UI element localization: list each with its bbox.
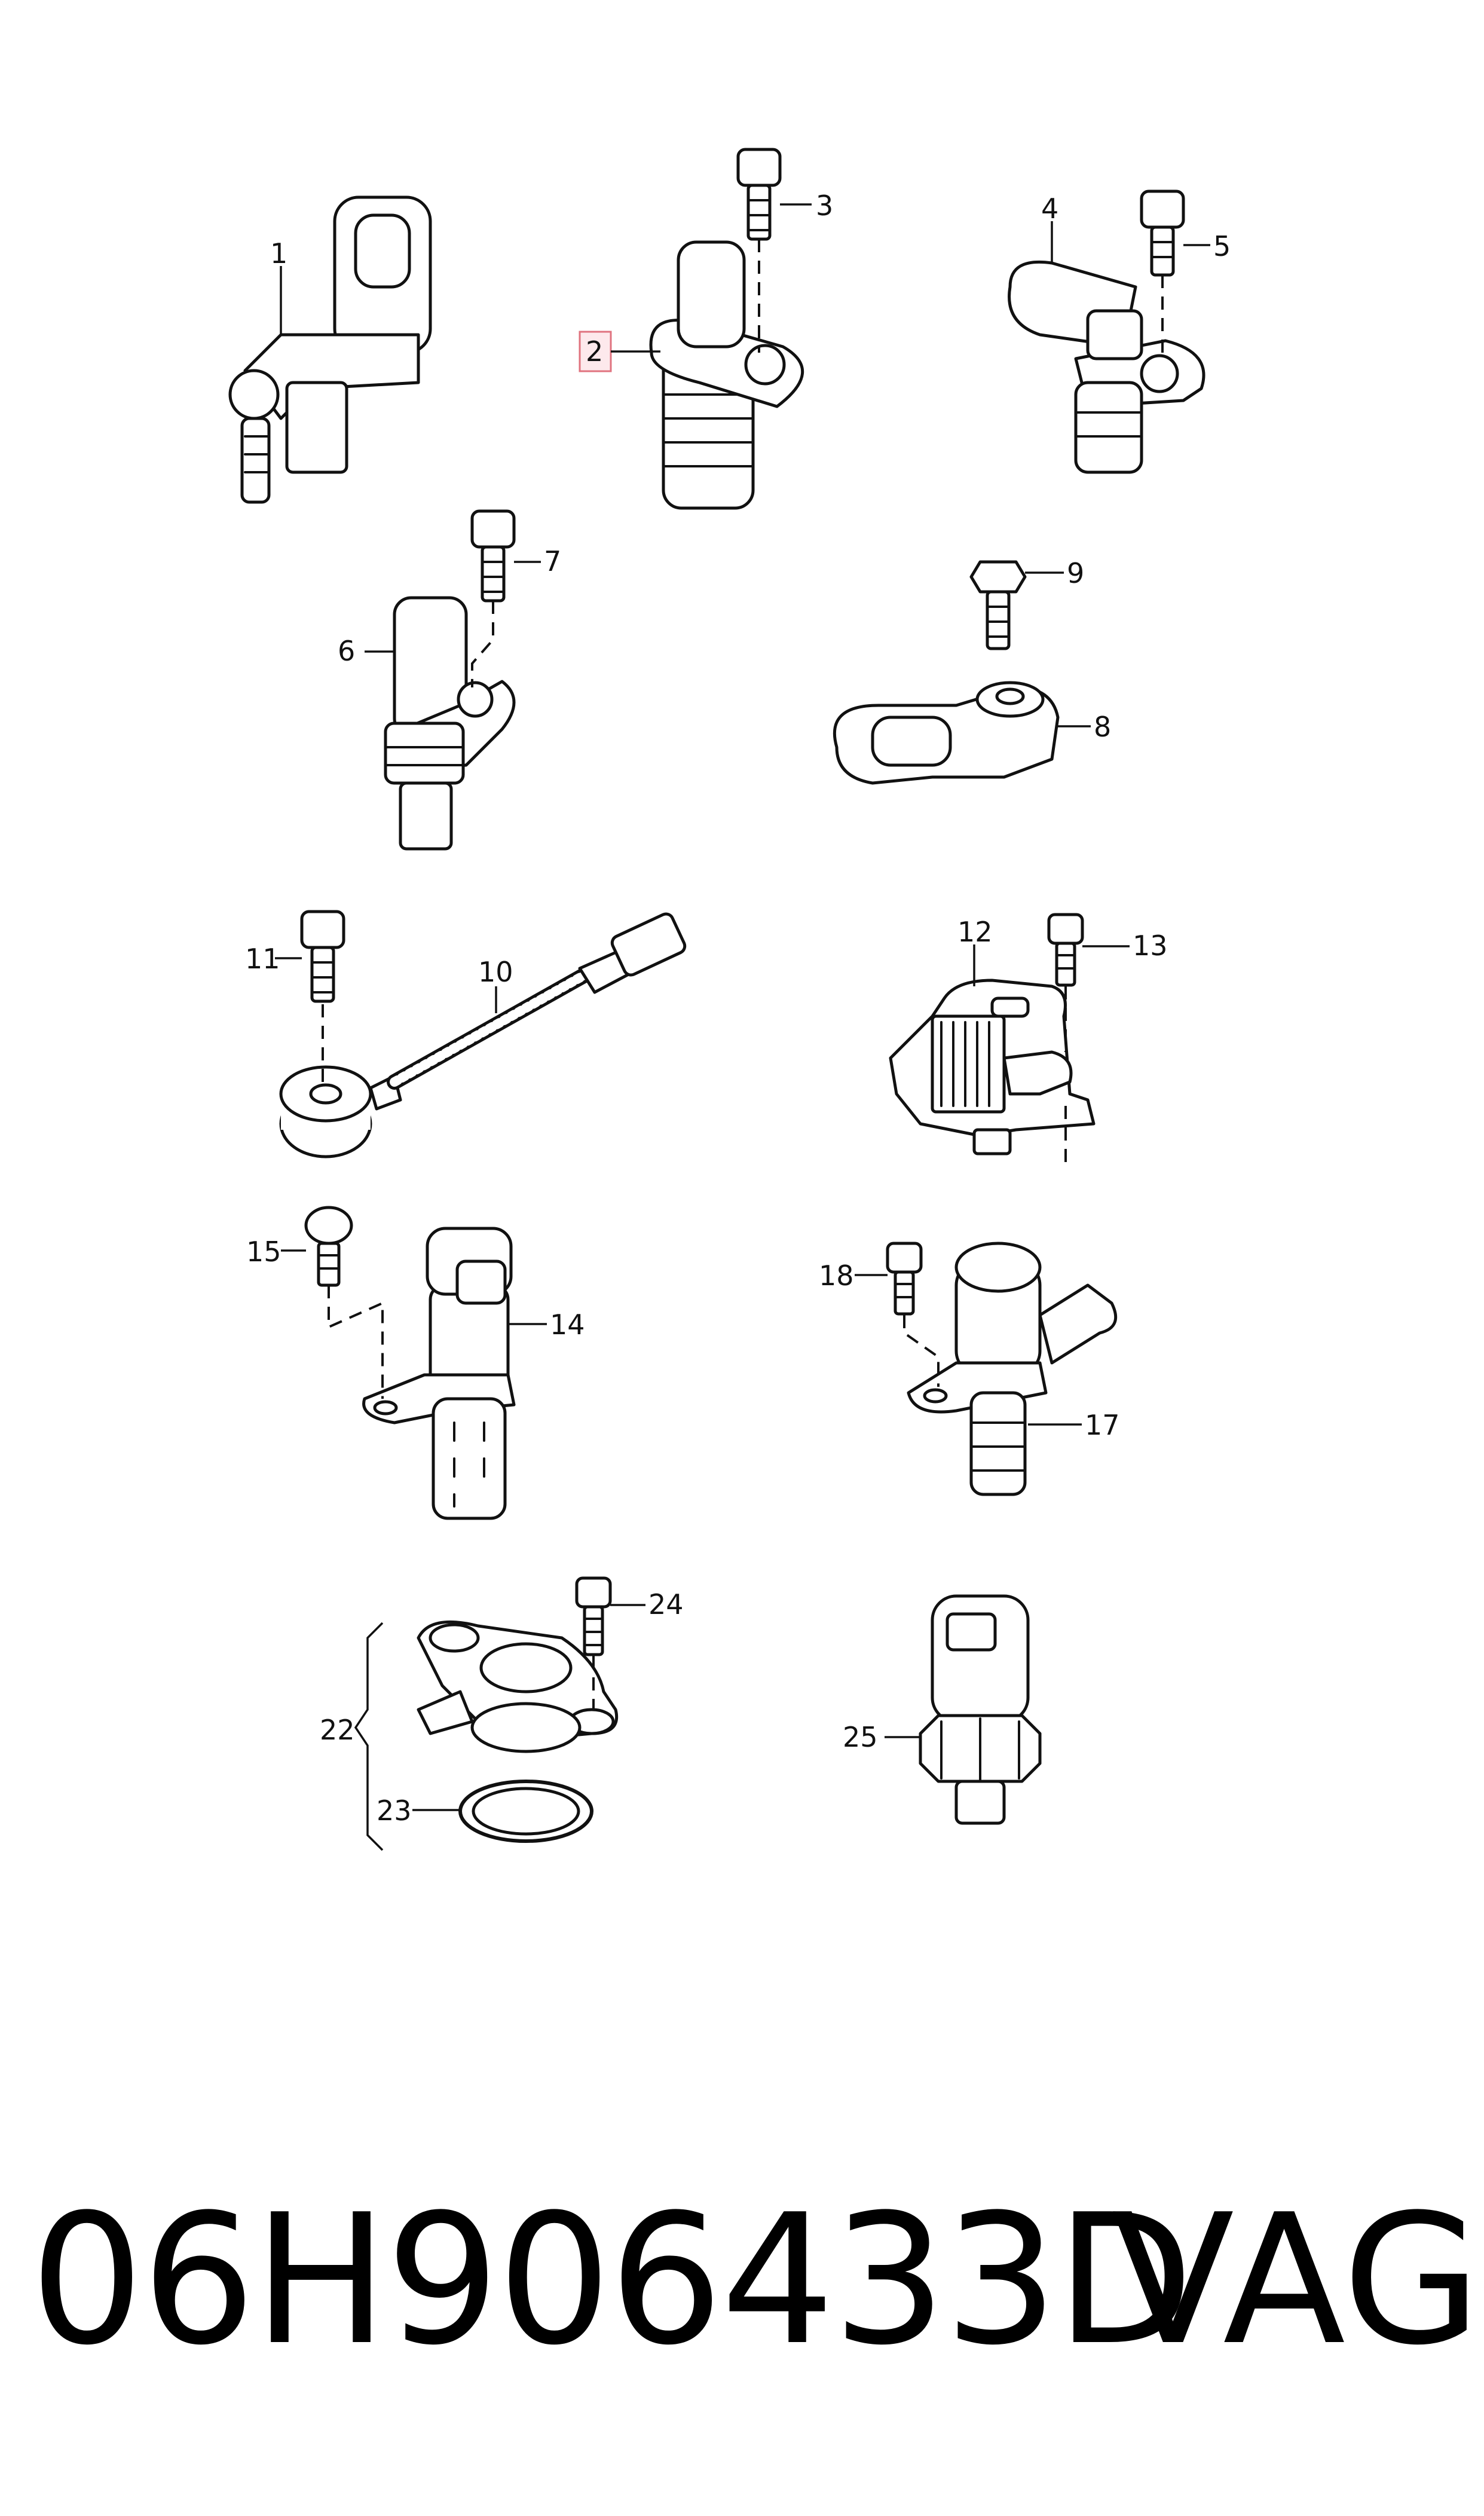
- callout-14: 14: [550, 1309, 585, 1341]
- part-12-sensor: [889, 979, 1096, 1155]
- part-4-sensor: [1008, 260, 1205, 474]
- part-17-sensor: [907, 1242, 1118, 1496]
- part-7-screw: [470, 509, 516, 687]
- callout-18: 18: [819, 1259, 854, 1292]
- callout-17: 17: [1085, 1409, 1120, 1441]
- callout-23: 23: [377, 1794, 412, 1827]
- part-2-sensor: [649, 240, 804, 510]
- part-10-knock-sensor: [279, 912, 687, 1158]
- part-24-screw: [575, 1576, 612, 1710]
- part-8-sensor: [833, 681, 1060, 785]
- callout-4: 4: [1041, 192, 1058, 225]
- part-1-sensor: [228, 195, 432, 504]
- callout-25: 25: [843, 1721, 878, 1753]
- parts-diagram: 1 2 3 4 5: [228, 148, 1231, 1851]
- callout-3: 3: [816, 189, 833, 222]
- callout-24: 24: [648, 1588, 684, 1621]
- part-15-screw: [304, 1206, 384, 1399]
- callout-9: 9: [1067, 557, 1084, 589]
- callout-2: 2: [586, 335, 603, 368]
- part-14-valve: [362, 1227, 516, 1520]
- callout-8: 8: [1094, 711, 1111, 743]
- callout-22: 22: [320, 1714, 355, 1746]
- callout-11: 11: [245, 943, 280, 975]
- part-23-oring: [458, 1780, 593, 1843]
- footer: 06H906433D VAG: [30, 2176, 1481, 2385]
- part-11-screw: [300, 910, 345, 1088]
- callout-7: 7: [544, 545, 561, 577]
- highlighted-callout-frame: [579, 331, 612, 372]
- part-25-sensor: [919, 1594, 1042, 1825]
- part-6-sensor: [384, 596, 516, 851]
- brand-label: VAG: [1112, 2176, 1482, 2384]
- callout-15: 15: [246, 1236, 281, 1268]
- callout-13: 13: [1133, 930, 1168, 962]
- callout-12: 12: [957, 916, 993, 948]
- callout-10: 10: [478, 956, 513, 988]
- callout-6: 6: [338, 635, 355, 667]
- callout-5: 5: [1213, 230, 1231, 262]
- part-3-screw: [736, 148, 782, 353]
- part-number: 06H906433D: [30, 2176, 1194, 2384]
- part-9-screw: [969, 560, 1027, 650]
- part-22-sensor: [417, 1620, 618, 1753]
- callout-1: 1: [270, 237, 287, 270]
- part-18-screw: [886, 1242, 940, 1387]
- part-5-screw: [1140, 189, 1185, 359]
- part-13-screw: [1047, 913, 1084, 1166]
